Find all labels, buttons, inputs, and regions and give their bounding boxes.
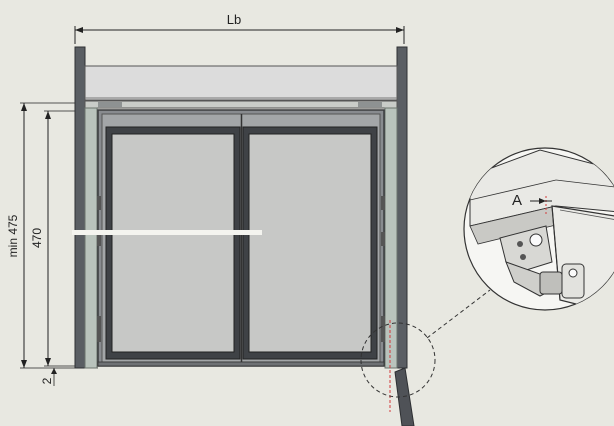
height-dimensions: min 475 470 2 [6,102,110,386]
right-door-glass [248,133,372,353]
opened-door-section [389,320,415,426]
left-door-glass [111,133,235,353]
right-cabinet-side [396,46,408,369]
width-dimension-label: Lb [227,12,241,27]
detail-callout-circle [360,322,436,398]
width-dimension: Lb [74,12,405,44]
door-front [72,109,385,367]
cabinet-frame [74,46,408,369]
right-glass-side-panel [384,107,398,369]
magnified-detail: A [463,147,614,311]
shelf-bar [72,230,262,235]
min-height-label: min 475 [6,214,20,257]
gap-label: 2 [40,377,54,384]
top-rail [84,100,398,109]
clearance-label: A [512,192,522,209]
left-cabinet-side [74,46,86,369]
top-panel [84,65,398,101]
left-glass-side-panel [84,107,98,369]
detail-leader-line [426,289,491,339]
height-label: 470 [30,228,44,248]
